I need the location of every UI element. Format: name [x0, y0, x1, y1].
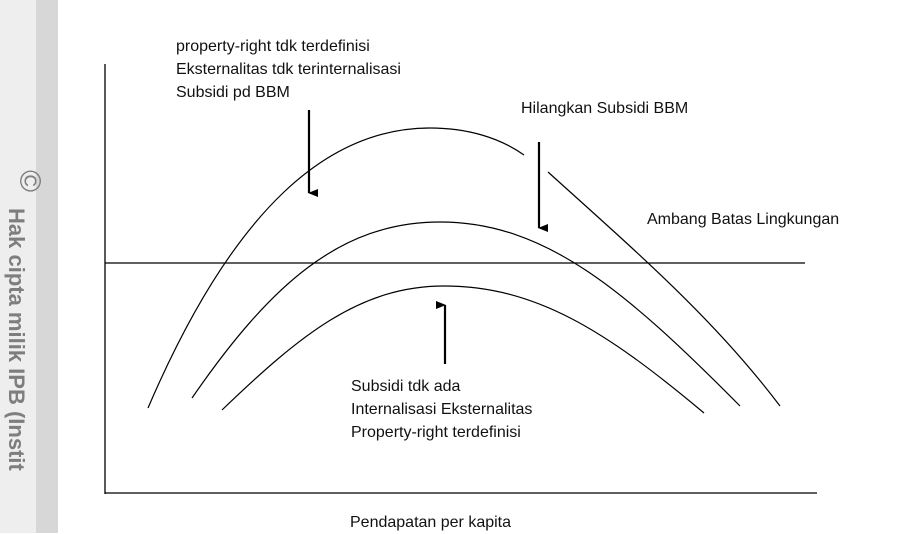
annotation-line: Subsidi tdk ada	[351, 378, 461, 395]
copyright-watermark: © Hak cipta milik IPB (Instit	[0, 0, 58, 533]
annotation-line: Internalisasi Eksternalitas	[351, 401, 533, 418]
x-axis-label: Pendapatan per kapita	[350, 514, 512, 531]
curve-low	[221, 285, 705, 414]
curve-high	[147, 127, 525, 409]
annotation-no-subsidy: Subsidi tdk ada Internalisasi Eksternali…	[351, 375, 532, 444]
curve-high-right	[547, 171, 781, 407]
annotation-line: Property-right terdefinisi	[351, 424, 521, 441]
annotation-line: Eksternalitas tdk terinternalisasi	[176, 61, 401, 78]
annotation-with-subsidy: property-right tdk terdefinisi Eksternal…	[176, 35, 401, 104]
remove-subsidy-label: Hilangkan Subsidi BBM	[521, 100, 689, 117]
annotation-line: property-right tdk terdefinisi	[176, 38, 370, 55]
threshold-label: Ambang Batas Lingkungan	[647, 211, 840, 228]
watermark-strip	[36, 0, 58, 533]
curve-middle	[191, 221, 741, 407]
annotation-line: Subsidi pd BBM	[176, 84, 290, 101]
